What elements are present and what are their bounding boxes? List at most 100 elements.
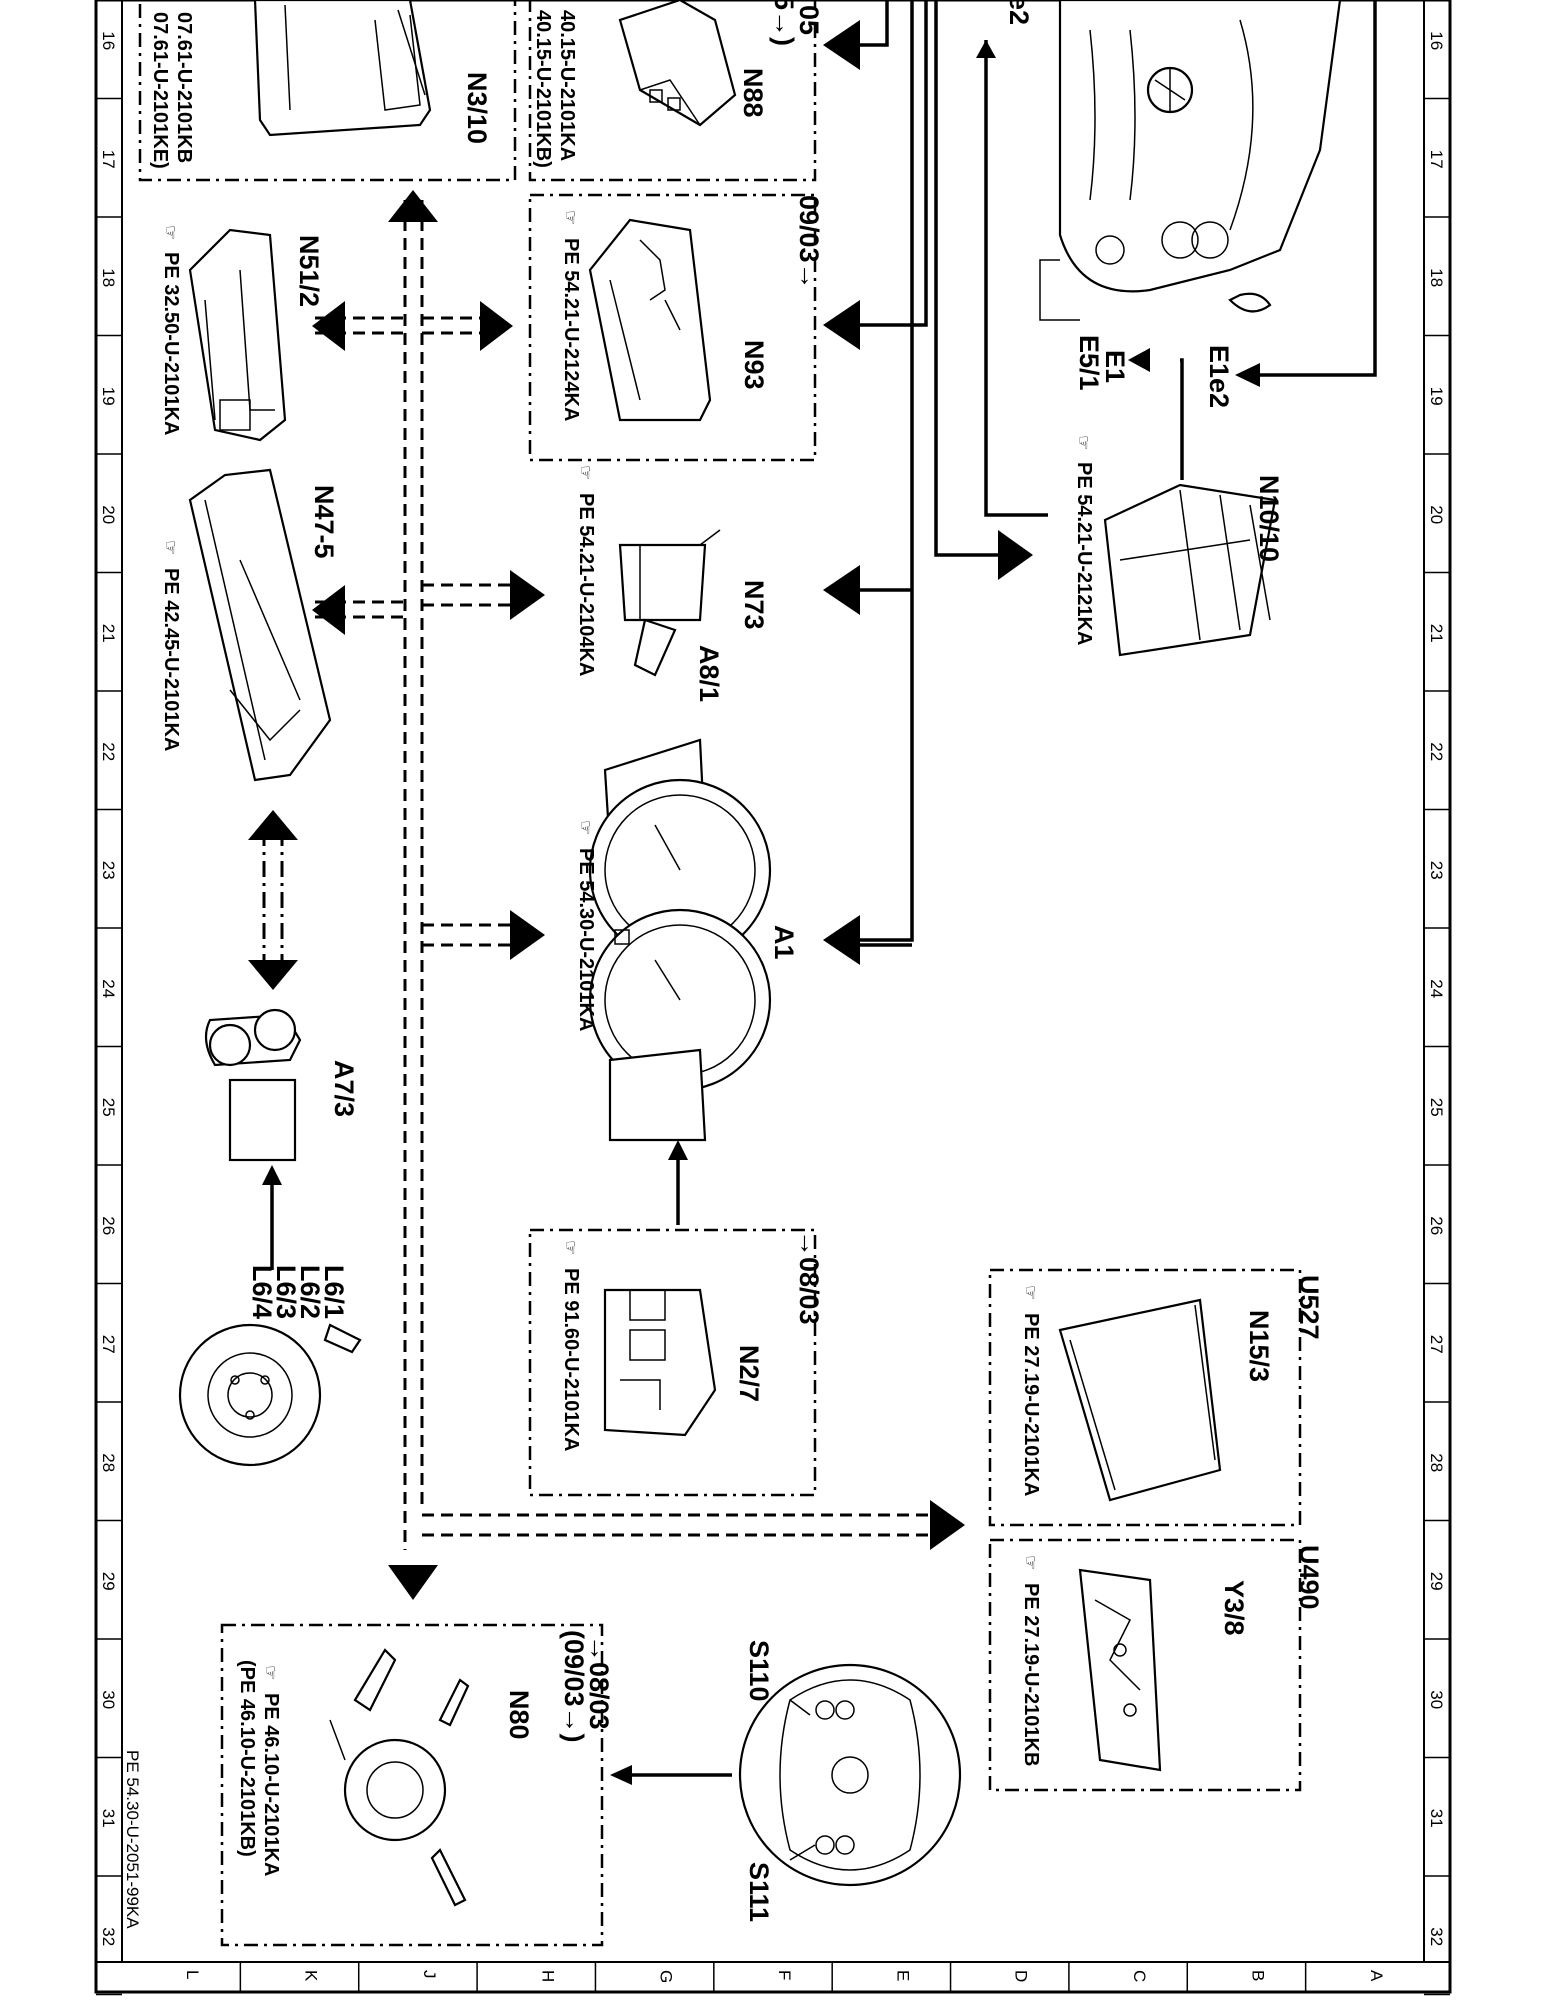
component-boxes (138, 0, 1302, 1947)
n80-date-2: (09/03→) (559, 1630, 589, 1743)
n51-2-label: N51/2 (294, 235, 324, 307)
n47-5-module (188, 468, 332, 782)
column-number-right: 32 (1427, 1927, 1446, 1946)
column-number-left: 22 (99, 742, 118, 761)
column-number-left: 19 (99, 387, 118, 406)
n47-5-ref: PE 42.45-U-2101KA (160, 568, 182, 751)
column-number-right: 16 (1427, 31, 1446, 50)
a7-3-label: A7/3 (329, 1060, 359, 1117)
n93-label: N93 (739, 340, 769, 390)
s110-label: S110 (744, 1640, 774, 1702)
n80-ref-1: PE 46.10-U-2101KA (260, 1693, 282, 1876)
n2-7-module (603, 1288, 717, 1437)
u527-ref: PE 27.19-U-2101KA (1020, 1313, 1042, 1496)
column-number-left: 21 (99, 624, 118, 643)
column-number-right: 23 (1427, 861, 1446, 880)
row-letter: L (183, 1970, 202, 1979)
column-number-right: 25 (1427, 1098, 1446, 1117)
n3-10-label: N3/10 (462, 72, 492, 144)
n88-date: 05 (794, 5, 824, 35)
n88-ref-1: 40.15-U-2101KA (556, 10, 578, 161)
n73-ignition-switch (618, 529, 721, 677)
s110-leader (789, 1699, 811, 1716)
column-number-right: 19 (1427, 387, 1446, 406)
n2-7-label: N2/7 (734, 1345, 764, 1402)
n73-ref-icon: ☞ (576, 465, 595, 480)
n2-7-ref: PE 91.60-U-2101KA (560, 1268, 582, 1451)
row-letter: C (1130, 1970, 1149, 1982)
s111-label: S111 (744, 1862, 774, 1922)
wheel-speed-sensor-disc (178, 1323, 362, 1467)
n2-7-ref-icon: ☞ (561, 1240, 580, 1255)
column-number-left: 29 (99, 1572, 118, 1591)
box-u527 (988, 1268, 1302, 1527)
diagnostic-line (262, 830, 284, 960)
y3-8-valve-body (1078, 1568, 1162, 1772)
l6-4-label: L6/4 (247, 1265, 277, 1319)
column-number-right: 22 (1427, 742, 1446, 761)
u490-ref: PE 27.19-U-2101KB (1020, 1583, 1042, 1766)
e5-1-label: E5/1 (1074, 335, 1104, 391)
vehicle-front (1039, 0, 1342, 321)
n88-label: N88 (738, 68, 768, 118)
n3-10-ref-2: 07.61-U-2101KE) (149, 12, 171, 169)
n10-10-ref-icon: ☞ (1074, 435, 1093, 450)
column-number-right: 31 (1427, 1809, 1446, 1828)
box-n93 (528, 193, 817, 462)
a1-ref-icon: ☞ (576, 820, 595, 835)
n88-date-2: 5→) (769, 0, 799, 46)
column-number-left: 23 (99, 861, 118, 880)
column-number-right: 30 (1427, 1690, 1446, 1709)
column-number-left: 20 (99, 505, 118, 524)
n51-2-ref: PE 32.50-U-2101KA (160, 252, 182, 435)
solid-bus-lines (270, 0, 1377, 1777)
n3-10-ref-1: 07.61-U-2101KB (173, 12, 195, 163)
border-frame (94, 0, 1452, 1994)
column-number-left: 26 (99, 1216, 118, 1235)
column-number-left: 27 (99, 1335, 118, 1354)
s111-leader (789, 1844, 816, 1861)
box-n2-7 (528, 1228, 817, 1497)
l6-3-label: L6/3 (271, 1265, 301, 1319)
a7-3-unit (204, 1008, 302, 1162)
row-letter: F (775, 1970, 794, 1980)
row-letter: K (302, 1970, 321, 1982)
n47-5-ref-icon: ☞ (161, 540, 180, 555)
n93-ref-icon: ☞ (561, 210, 580, 225)
column-number-left: 18 (99, 268, 118, 287)
row-letter: E (893, 1970, 912, 1981)
n2-7-date: →08/03 (794, 1230, 824, 1325)
l6-2-label: L6/2 (295, 1265, 325, 1319)
column-number-right: 21 (1427, 624, 1446, 643)
box-n3-10 (138, 0, 517, 182)
e2-label: e2 (1004, 0, 1034, 25)
n15-3-module (1058, 1298, 1222, 1502)
row-letter: D (1012, 1970, 1031, 1982)
column-number-left: 25 (99, 1098, 118, 1117)
a1-label: A1 (769, 925, 799, 960)
row-letter: G (657, 1970, 676, 1983)
n3-10-module (253, 0, 432, 137)
u527-ref-icon: ☞ (1021, 1285, 1040, 1300)
column-number-left: 30 (99, 1690, 118, 1709)
a1-instrument-cluster (588, 738, 772, 1142)
e1-label: E1 (1100, 350, 1130, 383)
e1e2-label: E1e2 (1204, 345, 1234, 408)
u490-ref-icon: ☞ (1021, 1555, 1040, 1570)
column-number-right: 29 (1427, 1572, 1446, 1591)
n80-ref-icon: ☞ (261, 1665, 280, 1680)
column-number-right: 24 (1427, 979, 1446, 998)
column-number-left: 16 (99, 31, 118, 50)
n15-3-label: N15/3 (1244, 1310, 1274, 1382)
u527-label: U527 (1294, 1275, 1324, 1340)
column-number-right: 28 (1427, 1453, 1446, 1472)
a8-1-label: A8/1 (694, 645, 724, 702)
column-number-left: 32 (99, 1927, 118, 1946)
column-number-left: 17 (99, 150, 118, 169)
n10-10-module (1103, 483, 1277, 657)
diagram-id: PE 54.30-U-2051-99KA (123, 1750, 142, 1929)
